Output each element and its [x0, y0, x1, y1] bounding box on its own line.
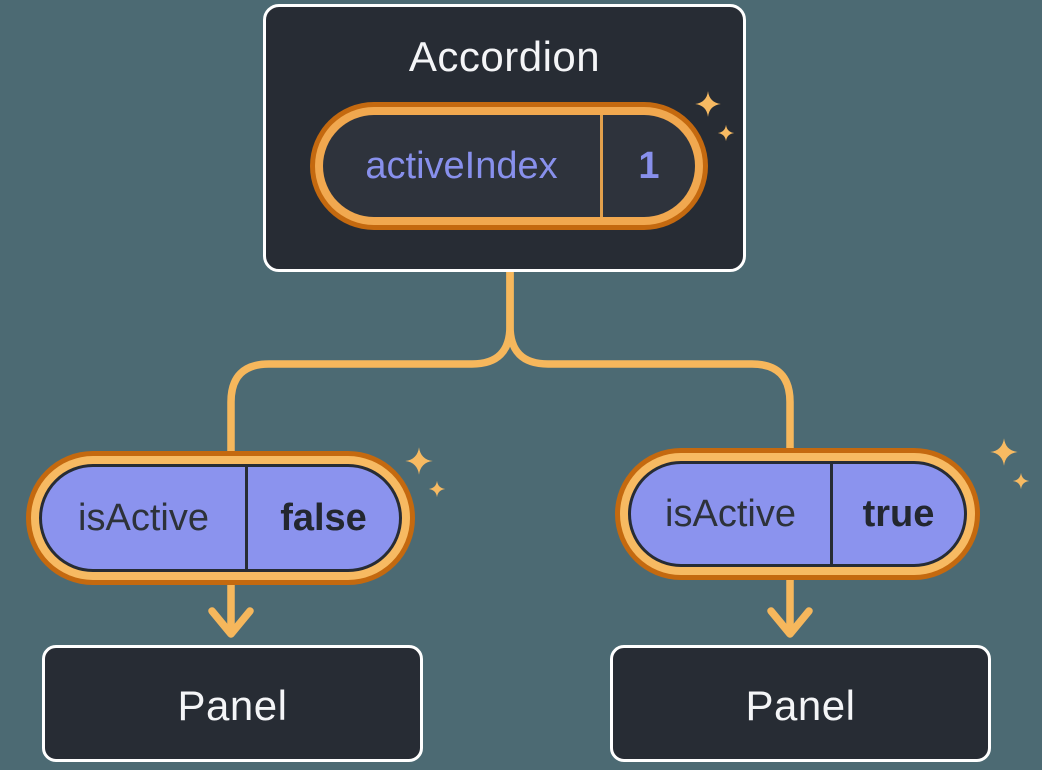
sparkle-icon: [717, 124, 735, 142]
prop-pill-value-cell: false: [248, 467, 399, 569]
state-pill-value: 1: [638, 144, 660, 187]
panel-title: Panel: [177, 682, 288, 729]
state-pill-body: activeIndex 1: [323, 115, 695, 217]
prop-pill-label-cell: isActive: [631, 464, 830, 564]
panel-node-right: Panel: [610, 645, 991, 762]
sparkle-icon: [1012, 472, 1030, 490]
state-pill-activeindex: activeIndex 1: [310, 102, 708, 230]
prop-pill-label: isActive: [665, 492, 796, 535]
prop-pill-isactive-false: isActive false: [26, 451, 415, 585]
state-pill-value-cell: 1: [603, 115, 695, 217]
sparkle-icon: [428, 480, 446, 498]
sparkle-icon: [990, 438, 1018, 466]
prop-pill-ring: isActive true: [620, 453, 975, 575]
state-pill-label-cell: activeIndex: [323, 115, 600, 217]
accordion-title: Accordion: [408, 33, 601, 80]
panel-title: Panel: [745, 682, 856, 729]
prop-pill-body: isActive false: [39, 464, 402, 572]
state-pill-ring: activeIndex 1: [315, 107, 703, 225]
prop-pill-value: false: [280, 496, 367, 539]
pill-divider: [245, 467, 248, 569]
prop-pill-isactive-true: isActive true: [615, 448, 980, 580]
prop-pill-label: isActive: [78, 496, 209, 539]
state-pill-label: activeIndex: [365, 144, 558, 187]
prop-pill-value: true: [862, 492, 935, 535]
prop-pill-ring: isActive false: [31, 456, 410, 580]
prop-pill-body: isActive true: [628, 461, 967, 567]
connector-branch-left: [227, 264, 514, 634]
panel-node-left: Panel: [42, 645, 423, 762]
arrow-down-icon: [767, 607, 813, 638]
sparkle-icon: [405, 447, 433, 475]
pill-divider: [600, 115, 603, 217]
connector-branch-right: [506, 264, 794, 634]
prop-pill-value-cell: true: [833, 464, 964, 564]
pill-divider: [830, 464, 833, 564]
prop-pill-label-cell: isActive: [42, 467, 245, 569]
arrow-down-icon: [208, 607, 254, 638]
sparkle-icon: [695, 91, 721, 117]
